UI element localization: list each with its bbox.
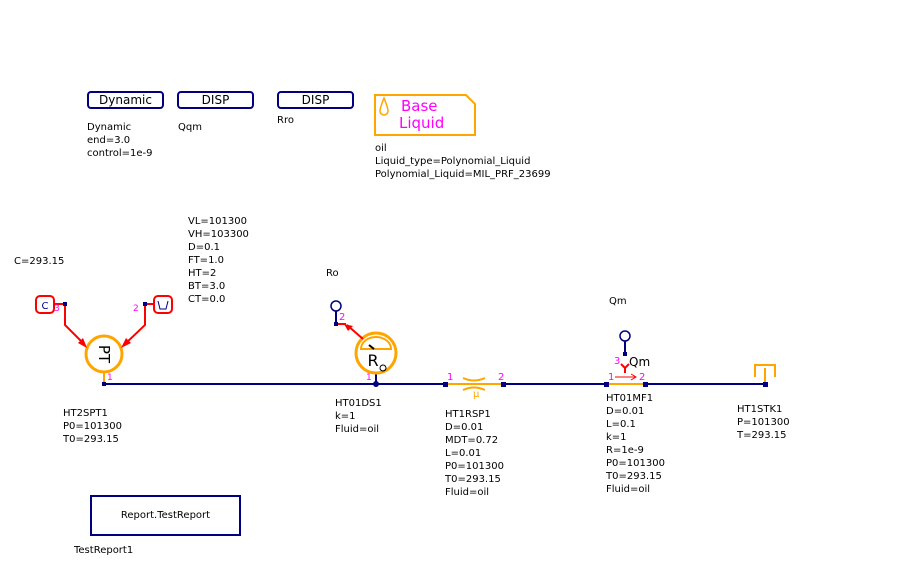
param: VL=101300 (188, 216, 247, 227)
param: oil (375, 143, 387, 154)
param: Liquid_type=Polynomial_Liquid (375, 156, 531, 167)
param: D=0.01 (606, 406, 645, 417)
disp-label: DISP (201, 93, 230, 107)
base-liquid-block[interactable] (374, 94, 476, 136)
qm-sensor-label: Qm (609, 296, 627, 307)
param: D=0.1 (188, 242, 220, 253)
param: P=101300 (737, 417, 790, 428)
dynamic-block[interactable]: Dynamic (87, 91, 164, 109)
restriction-icon[interactable] (443, 377, 506, 391)
report-name: TestReport1 (74, 545, 134, 556)
disp-ro-block[interactable]: DISP (277, 91, 354, 109)
rsp-params: HT1RSP1 D=0.01 MDT=0.72 L=0.01 P0=101300… (445, 408, 504, 499)
param: L=0.01 (445, 448, 482, 459)
droplet-icon (379, 95, 389, 116)
param: end=3.0 (87, 135, 131, 146)
param: D=0.01 (445, 422, 484, 433)
port-label: 3 (54, 304, 60, 314)
param: P0=101300 (445, 461, 504, 472)
svg-text:R: R (367, 351, 378, 370)
component-name: HT1STK1 (737, 404, 783, 415)
port-label: 2 (498, 372, 505, 383)
param: L=0.1 (606, 419, 636, 430)
svg-text:C: C (42, 301, 49, 312)
mu-label: μ (473, 389, 480, 400)
pt-params: HT2SPT1 P0=101300 T0=293.15 (63, 407, 122, 446)
label: Base (401, 97, 438, 115)
component-name: HT1RSP1 (445, 409, 491, 420)
label: Liquid (399, 114, 445, 132)
param: BT=3.0 (188, 281, 226, 292)
param: Dynamic (87, 122, 132, 133)
report-label: Report.TestReport (120, 510, 211, 521)
ro-label: Ro (326, 268, 339, 279)
param: R=1e-9 (606, 445, 644, 456)
param: P0=101300 (606, 458, 665, 469)
port-label: 1 (608, 372, 615, 383)
param: VH=103300 (188, 229, 249, 240)
param: P0=101300 (63, 421, 122, 432)
stack-boundary-icon[interactable] (754, 364, 776, 387)
port-label: 3 (614, 356, 621, 367)
qm-label: Qm (629, 355, 651, 369)
param: HT=2 (188, 268, 217, 279)
param: FT=1.0 (188, 255, 224, 266)
c-value: C=293.15 (14, 256, 65, 267)
ds-params: HT01DS1 k=1 Fluid=oil (335, 397, 382, 436)
stk-params: HT1STK1 P=101300 T=293.15 (737, 403, 790, 442)
param: CT=0.0 (188, 294, 226, 305)
v-input-icon[interactable] (121, 295, 173, 348)
pt-sensor-icon[interactable]: PT (84, 334, 124, 386)
param: k=1 (606, 432, 627, 443)
component-name: HT01DS1 (335, 398, 382, 409)
port-label: 2 (639, 372, 646, 383)
component-name: HT2SPT1 (63, 408, 108, 419)
dynamic-block-label: Dynamic (99, 93, 152, 107)
dynamic-params: Dynamic end=3.0 control=1e-9 (87, 121, 153, 160)
port-label: 2 (339, 312, 346, 323)
report-block[interactable]: Report.TestReport (90, 495, 241, 536)
base-liquid-label: Base Liquid (399, 98, 444, 132)
param: MDT=0.72 (445, 435, 499, 446)
svg-text:PT: PT (95, 345, 113, 364)
disp-qm-name: Qqm (178, 122, 202, 133)
port-label: 1 (366, 373, 372, 383)
mf-params: HT01MF1 D=0.01 L=0.1 k=1 R=1e-9 P0=10130… (606, 392, 665, 496)
disp-qm-block[interactable]: DISP (177, 91, 254, 109)
param: Fluid=oil (606, 484, 651, 495)
disp-ro-name: Rro (277, 115, 294, 126)
mass-flow-sensor-icon[interactable] (604, 330, 648, 387)
density-sensor-icon[interactable]: R (330, 300, 398, 387)
param: T0=293.15 (63, 434, 119, 445)
base-liquid-params: oil Liquid_type=Polynomial_Liquid Polyno… (375, 142, 551, 181)
component-name: HT01MF1 (606, 393, 654, 404)
port-label: 2 (133, 304, 139, 314)
param: T=293.15 (737, 430, 787, 441)
port-label: 1 (107, 373, 113, 383)
param: Fluid=oil (335, 424, 380, 435)
c-input-icon[interactable]: C (35, 295, 87, 348)
param: Polynomial_Liquid=MIL_PRF_23699 (375, 169, 551, 180)
param: T0=293.15 (445, 474, 501, 485)
param: control=1e-9 (87, 148, 153, 159)
port-label: 1 (447, 372, 454, 383)
param: Fluid=oil (445, 487, 490, 498)
v-params: VL=101300 VH=103300 D=0.1 FT=1.0 HT=2 BT… (188, 215, 249, 306)
disp-label: DISP (301, 93, 330, 107)
param: T0=293.15 (606, 471, 662, 482)
param: k=1 (335, 411, 356, 422)
